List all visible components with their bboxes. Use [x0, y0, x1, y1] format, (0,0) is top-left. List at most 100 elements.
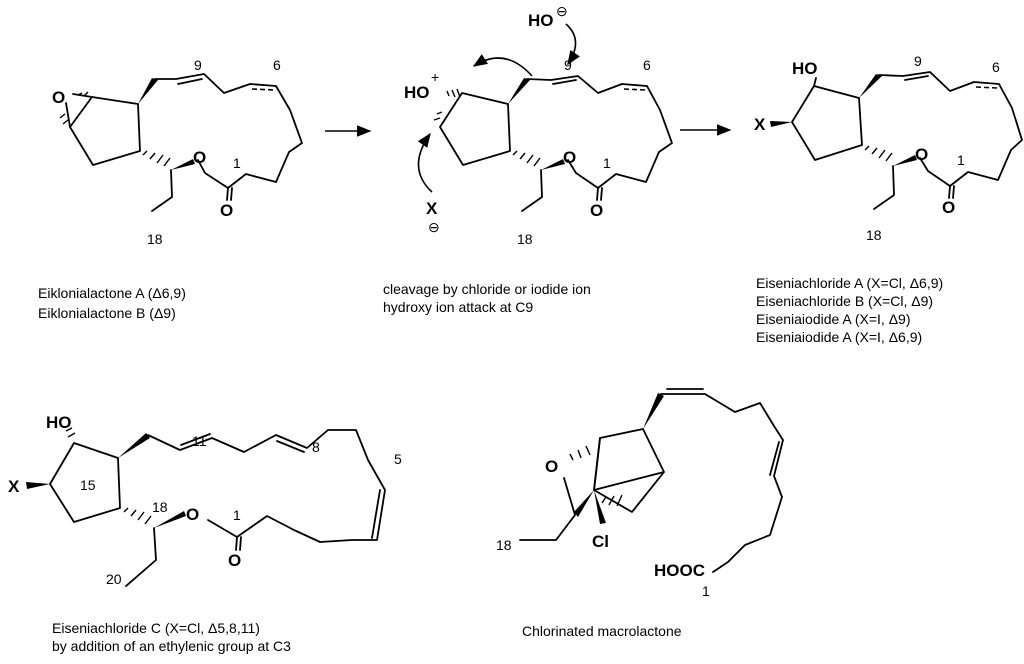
curved-arrow-hydroxide [565, 23, 580, 66]
locant-6: 6 [643, 57, 651, 73]
caption-line: by addition of an ethylenic group at C3 [52, 638, 291, 654]
molecule-intermediate: HO + HO ⊖ X ⊖ O O 9 6 1 18 [404, 3, 673, 247]
carbonyl-oxygen: O [942, 198, 955, 217]
caption-m5: Chlorinated macrolactone [522, 623, 682, 639]
carbonyl-oxygen: O [590, 201, 603, 220]
wedge-bond-o [893, 155, 917, 166]
wedge-bond-c9 [859, 74, 882, 98]
locant-1: 1 [957, 152, 965, 168]
ester-oxygen: O [563, 148, 576, 167]
caption-line: Eiseniaiodide A (X=I, Δ6,9) [756, 329, 922, 345]
wedge-bond-c9 [508, 78, 530, 104]
carbonyl-oxygen: O [220, 201, 233, 220]
substituent-x: X [754, 115, 766, 134]
epoxide-bonds [65, 93, 93, 128]
halide-charge: ⊖ [428, 219, 440, 235]
hydroxide-charge: ⊖ [556, 3, 568, 19]
halide-ion: X [426, 199, 438, 218]
locant-1: 1 [702, 583, 710, 599]
hashed-bond-oh [433, 88, 461, 121]
epoxide-oxygen: O [52, 88, 65, 107]
caption-m2: cleavage by chloride or iodide ion hydro… [383, 281, 591, 315]
cyclopentane-ring [49, 442, 121, 523]
locant-18: 18 [517, 231, 533, 247]
caption-line: Eiseniachloride A (X=Cl, Δ6,9) [756, 275, 943, 291]
locant-15: 15 [80, 477, 96, 493]
ester-oxygen: O [193, 148, 206, 167]
molecule-eiklonialactone: O O O 9 6 1 18 [52, 57, 303, 247]
locant-5: 5 [394, 451, 402, 467]
hashed-bond-o [569, 445, 591, 461]
caption-line: Chlorinated macrolactone [522, 623, 682, 639]
molecule-chlorinated-macrolactone: O Cl HOOC 18 1 [496, 388, 784, 599]
locant-18: 18 [866, 227, 882, 243]
locant-9: 9 [914, 53, 922, 69]
cyclopentane-ring [439, 92, 511, 166]
ring-oxygen: O [545, 457, 558, 476]
wedge-bond-c9 [138, 78, 158, 104]
macrocycle-chain [526, 75, 673, 189]
wedge-bond-c11 [118, 433, 150, 458]
wedge-bond-x [26, 482, 50, 489]
hashed-bond-c18 [142, 150, 171, 167]
hydroxy-label: HO [792, 59, 818, 78]
ester-oxygen: O [915, 145, 928, 164]
locant-1: 1 [603, 155, 611, 171]
hydroxy-label: HO [46, 413, 72, 432]
locant-9: 9 [564, 57, 572, 73]
locant-9: 9 [194, 57, 202, 73]
hashed-bond-oh [65, 427, 76, 438]
curved-arrow-epoxide [472, 54, 533, 77]
locant-18: 18 [147, 231, 163, 247]
locant-20: 20 [106, 571, 122, 587]
molecule-eiseniachloride-c: HO X O O 11 8 5 15 18 1 20 [8, 413, 402, 587]
carboxylic-acid-label: HOOC [654, 561, 705, 580]
macrocycle-chain [154, 73, 303, 189]
chlorine-label: Cl [592, 532, 609, 551]
locant-1: 1 [233, 155, 241, 171]
caption-m4: Eiseniachloride C (X=Cl, Δ5,8,11) by add… [52, 620, 291, 654]
locant-18: 18 [152, 499, 168, 515]
hashed-bond-c18 [512, 150, 541, 167]
curved-arrow-halide [417, 132, 433, 193]
caption-m3: Eiseniachloride A (X=Cl, Δ6,9) Eiseniach… [756, 275, 943, 345]
caption-m1: Eiklonialactone A (Δ6,9) Eiklonialactone… [38, 285, 186, 321]
wedge-bond-chain [643, 393, 664, 429]
caption-line: Eiklonialactone B (Δ9) [38, 305, 176, 321]
hashed-bond-bridge [601, 494, 623, 507]
caption-line: Eiseniaiodide A (X=I, Δ9) [756, 311, 911, 327]
cyclopentane-ring [791, 85, 863, 161]
caption-line: hydroxy ion attack at C9 [383, 299, 533, 315]
locant-6: 6 [992, 59, 1000, 75]
locant-1: 1 [233, 507, 241, 523]
molecule-eiseniachloride-ab: HO X O O 9 6 1 18 [754, 53, 1023, 243]
ester-oxygen: O [186, 505, 199, 524]
locant-11: 11 [192, 433, 207, 449]
caption-line: cleavage by chloride or iodide ion [383, 281, 591, 297]
carbonyl-oxygen: O [228, 551, 241, 570]
wedge-bond-ethyl [574, 490, 594, 517]
locant-8: 8 [312, 439, 320, 455]
cyclopentane-ring [69, 96, 141, 166]
wedge-bond-o [541, 159, 565, 170]
plus-charge: + [431, 69, 439, 85]
hydroxy-label: HO [404, 83, 430, 102]
locant-18: 18 [496, 537, 512, 553]
hashed-bond-c18 [123, 507, 152, 525]
hashed-bond-c18 [864, 145, 893, 162]
macrocycle-chain [147, 429, 386, 543]
substituent-x: X [8, 477, 20, 496]
side-chain [660, 393, 784, 573]
wedge-bond-x [770, 121, 792, 127]
hydroxide-ion: HO [528, 11, 554, 30]
wedge-bond-o [154, 511, 186, 528]
wedge-bond-o [171, 159, 195, 170]
macrocycle-chain [878, 71, 1023, 187]
caption-line: Eiseniachloride C (X=Cl, Δ5,8,11) [52, 620, 260, 636]
caption-line: Eiklonialactone A (Δ6,9) [38, 285, 186, 301]
caption-line: Eiseniachloride B (X=Cl, Δ9) [756, 293, 933, 309]
locant-6: 6 [273, 57, 281, 73]
epoxide-hash [59, 91, 89, 125]
wedge-bond-cl [594, 490, 606, 524]
